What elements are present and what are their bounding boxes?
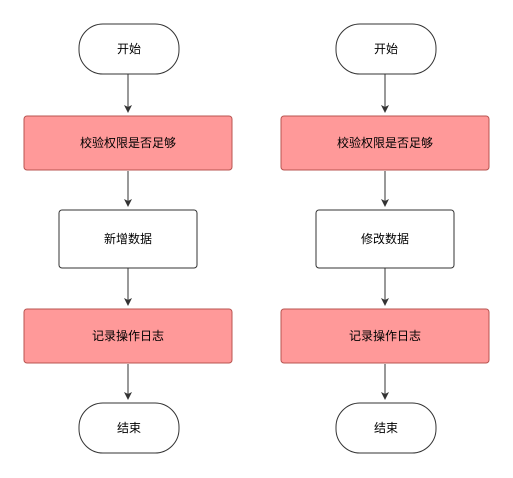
right-start-label: 开始 [374, 42, 398, 56]
right-flow: 开始 校验权限是否足够 修改数据 记录操作日志 结束 [280, 23, 490, 454]
left-check-node[interactable] [23, 115, 233, 171]
left-start-node[interactable] [78, 23, 180, 75]
right-action-node[interactable] [315, 209, 455, 269]
left-flow: 开始 校验权限是否足够 新增数据 记录操作日志 结束 [23, 23, 233, 454]
left-action-label: 新增数据 [104, 231, 152, 246]
right-end-label: 结束 [374, 421, 398, 435]
left-start-label: 开始 [117, 42, 141, 56]
left-end-label: 结束 [117, 421, 141, 435]
right-action-label: 修改数据 [361, 231, 409, 246]
right-check-node[interactable] [280, 115, 490, 171]
right-log-node[interactable] [280, 308, 490, 364]
left-log-node[interactable] [23, 308, 233, 364]
left-check-label: 校验权限是否足够 [80, 135, 176, 150]
left-end-node[interactable] [78, 402, 180, 454]
right-check-label: 校验权限是否足够 [337, 135, 433, 150]
left-action-node[interactable] [58, 209, 198, 269]
right-log-label: 记录操作日志 [349, 328, 421, 343]
right-end-node[interactable] [335, 402, 437, 454]
right-start-node[interactable] [335, 23, 437, 75]
left-log-label: 记录操作日志 [92, 328, 164, 343]
